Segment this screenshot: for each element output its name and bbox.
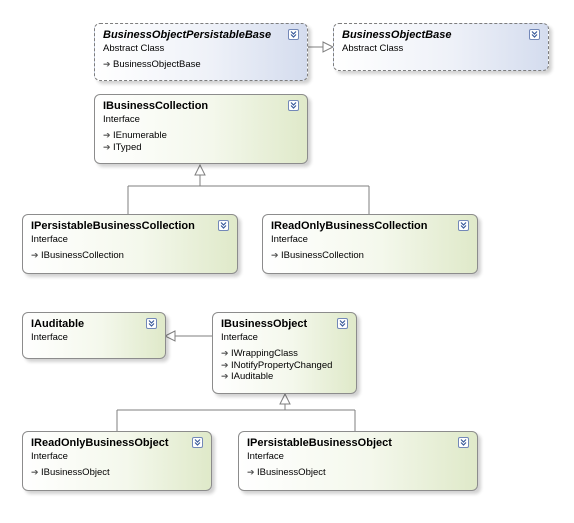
collapse-toggle-icon[interactable] (458, 220, 469, 231)
member-label: IBusinessCollection (281, 250, 364, 261)
class-title: BusinessObjectPersistableBase (103, 29, 272, 41)
interface-ireadonly-business-collection[interactable]: IReadOnlyBusinessCollection Interface ➔I… (262, 214, 478, 274)
generalization-arrowhead (279, 392, 291, 405)
interface-title: IBusinessCollection (103, 100, 209, 112)
interface-kind: Interface (31, 234, 68, 245)
interface-title: IPersistableBusinessCollection (31, 220, 195, 232)
interface-kind: Interface (221, 332, 258, 343)
member-item[interactable]: ➔IBusinessCollection (31, 250, 124, 262)
inherits-arrow-icon: ➔ (103, 130, 111, 140)
member-item[interactable]: ➔IEnumerable (103, 130, 167, 142)
interface-title: IReadOnlyBusinessCollection (271, 220, 428, 232)
member-label: IEnumerable (113, 130, 167, 141)
member-label: IWrappingClass (231, 348, 298, 359)
interface-kind: Interface (103, 114, 140, 125)
inherits-arrow-icon: ➔ (103, 141, 111, 152)
interface-iauditable[interactable]: IAuditable Interface (22, 312, 166, 359)
member-label: ITyped (113, 141, 142, 153)
member-list: ➔BusinessObjectBase (103, 59, 201, 71)
member-item[interactable]: ➔IBusinessObject (247, 467, 326, 479)
collapse-toggle-icon[interactable] (337, 318, 348, 329)
interface-title: IPersistableBusinessObject (247, 437, 392, 449)
interface-kind: Interface (247, 451, 284, 462)
generalization-arrowhead (322, 41, 335, 53)
member-item[interactable]: ➔IAuditable (221, 371, 332, 383)
collapse-toggle-icon[interactable] (288, 100, 299, 111)
interface-title: IReadOnlyBusinessObject (31, 437, 169, 449)
member-label: IAuditable (231, 371, 274, 382)
member-item[interactable]: ➔IBusinessObject (31, 467, 110, 479)
inherits-arrow-icon: ➔ (271, 250, 279, 260)
interface-ipersistable-business-collection[interactable]: IPersistableBusinessCollection Interface… (22, 214, 238, 274)
inherits-arrow-icon: ➔ (103, 59, 111, 69)
member-label: IBusinessObject (41, 467, 110, 478)
inherits-arrow-icon: ➔ (31, 250, 39, 260)
member-item[interactable]: ➔BusinessObjectBase (103, 59, 201, 71)
member-item[interactable]: ➔IBusinessCollection (271, 250, 364, 262)
collapse-toggle-icon[interactable] (218, 220, 229, 231)
class-kind: Abstract Class (342, 43, 404, 54)
member-list: ➔IBusinessObject (247, 467, 326, 479)
interface-ipersistable-business-object[interactable]: IPersistableBusinessObject Interface ➔IB… (238, 431, 478, 491)
member-label: IBusinessObject (257, 467, 326, 478)
inherits-arrow-icon: ➔ (247, 467, 255, 477)
collapse-toggle-icon[interactable] (146, 318, 157, 329)
class-title: BusinessObjectBase (342, 29, 452, 41)
class-business-object-persistable-base[interactable]: BusinessObjectPersistableBase Abstract C… (94, 23, 308, 81)
interface-kind: Interface (271, 234, 308, 245)
interface-kind: Interface (31, 332, 68, 343)
interface-title: IBusinessObject (221, 318, 308, 330)
interface-title: IAuditable (31, 318, 85, 330)
member-item[interactable]: ➔IWrappingClass (221, 348, 332, 360)
collapse-toggle-icon[interactable] (458, 437, 469, 448)
member-list: ➔IBusinessCollection (31, 250, 124, 262)
member-label: BusinessObjectBase (113, 59, 201, 70)
inherits-arrow-icon: ➔ (221, 359, 229, 370)
member-item[interactable]: ➔ITyped (103, 142, 167, 154)
collapse-toggle-icon[interactable] (288, 29, 299, 40)
interface-ibusiness-collection[interactable]: IBusinessCollection Interface ➔IEnumerab… (94, 94, 308, 164)
interface-ibusiness-object[interactable]: IBusinessObject Interface ➔IWrappingClas… (212, 312, 357, 394)
interface-kind: Interface (31, 451, 68, 462)
class-business-object-base[interactable]: BusinessObjectBase Abstract Class (333, 23, 549, 71)
member-list: ➔IWrappingClass ➔INotifyPropertyChanged … (221, 348, 332, 383)
interface-ireadonly-business-object[interactable]: IReadOnlyBusinessObject Interface ➔IBusi… (22, 431, 212, 491)
member-item[interactable]: ➔INotifyPropertyChanged (221, 360, 332, 372)
collapse-toggle-icon[interactable] (529, 29, 540, 40)
member-label: INotifyPropertyChanged (231, 359, 333, 371)
inherits-arrow-icon: ➔ (221, 371, 229, 381)
collapse-toggle-icon[interactable] (192, 437, 203, 448)
inherits-arrow-icon: ➔ (221, 348, 229, 358)
generalization-arrowhead (163, 330, 176, 342)
generalization-arrowhead (194, 163, 206, 176)
class-kind: Abstract Class (103, 43, 165, 54)
member-list: ➔IEnumerable ➔ITyped (103, 130, 167, 153)
member-list: ➔IBusinessCollection (271, 250, 364, 262)
inherits-arrow-icon: ➔ (31, 467, 39, 477)
member-list: ➔IBusinessObject (31, 467, 110, 479)
member-label: IBusinessCollection (41, 250, 124, 261)
